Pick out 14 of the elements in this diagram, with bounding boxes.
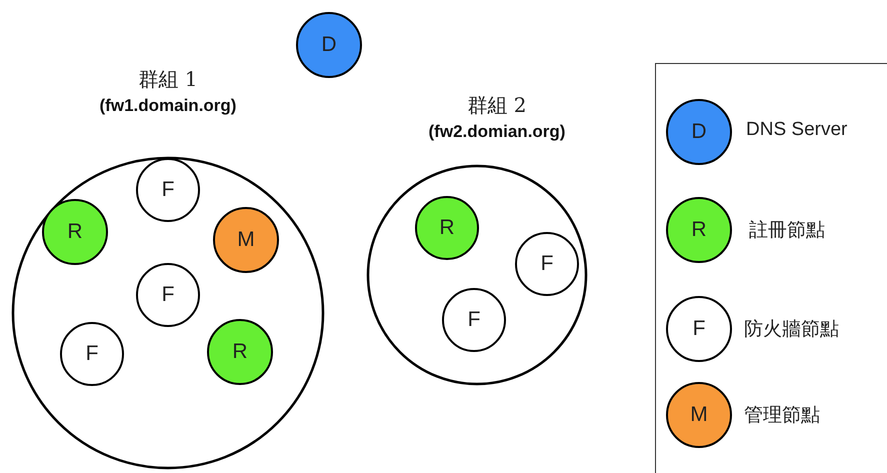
letter-circle: M: [666, 382, 732, 448]
group-title: 群組 2: [467, 92, 527, 119]
domain-label: (fw1.domain.org): [100, 96, 236, 116]
domain-label: (fw2.domian.org): [428, 122, 566, 142]
node-label: 防火牆節點: [744, 318, 839, 342]
group-title: 群組 1: [138, 66, 198, 93]
node-label: DNS Server: [746, 119, 848, 141]
letter-circle: R: [666, 197, 732, 263]
letter-circle: D: [666, 99, 732, 165]
letter-circle: F: [666, 296, 732, 362]
node-label: 註冊節點: [749, 219, 825, 243]
legend-box: [655, 63, 887, 473]
node-label: 管理節點: [744, 404, 820, 428]
letter-circle: D: [296, 12, 362, 78]
